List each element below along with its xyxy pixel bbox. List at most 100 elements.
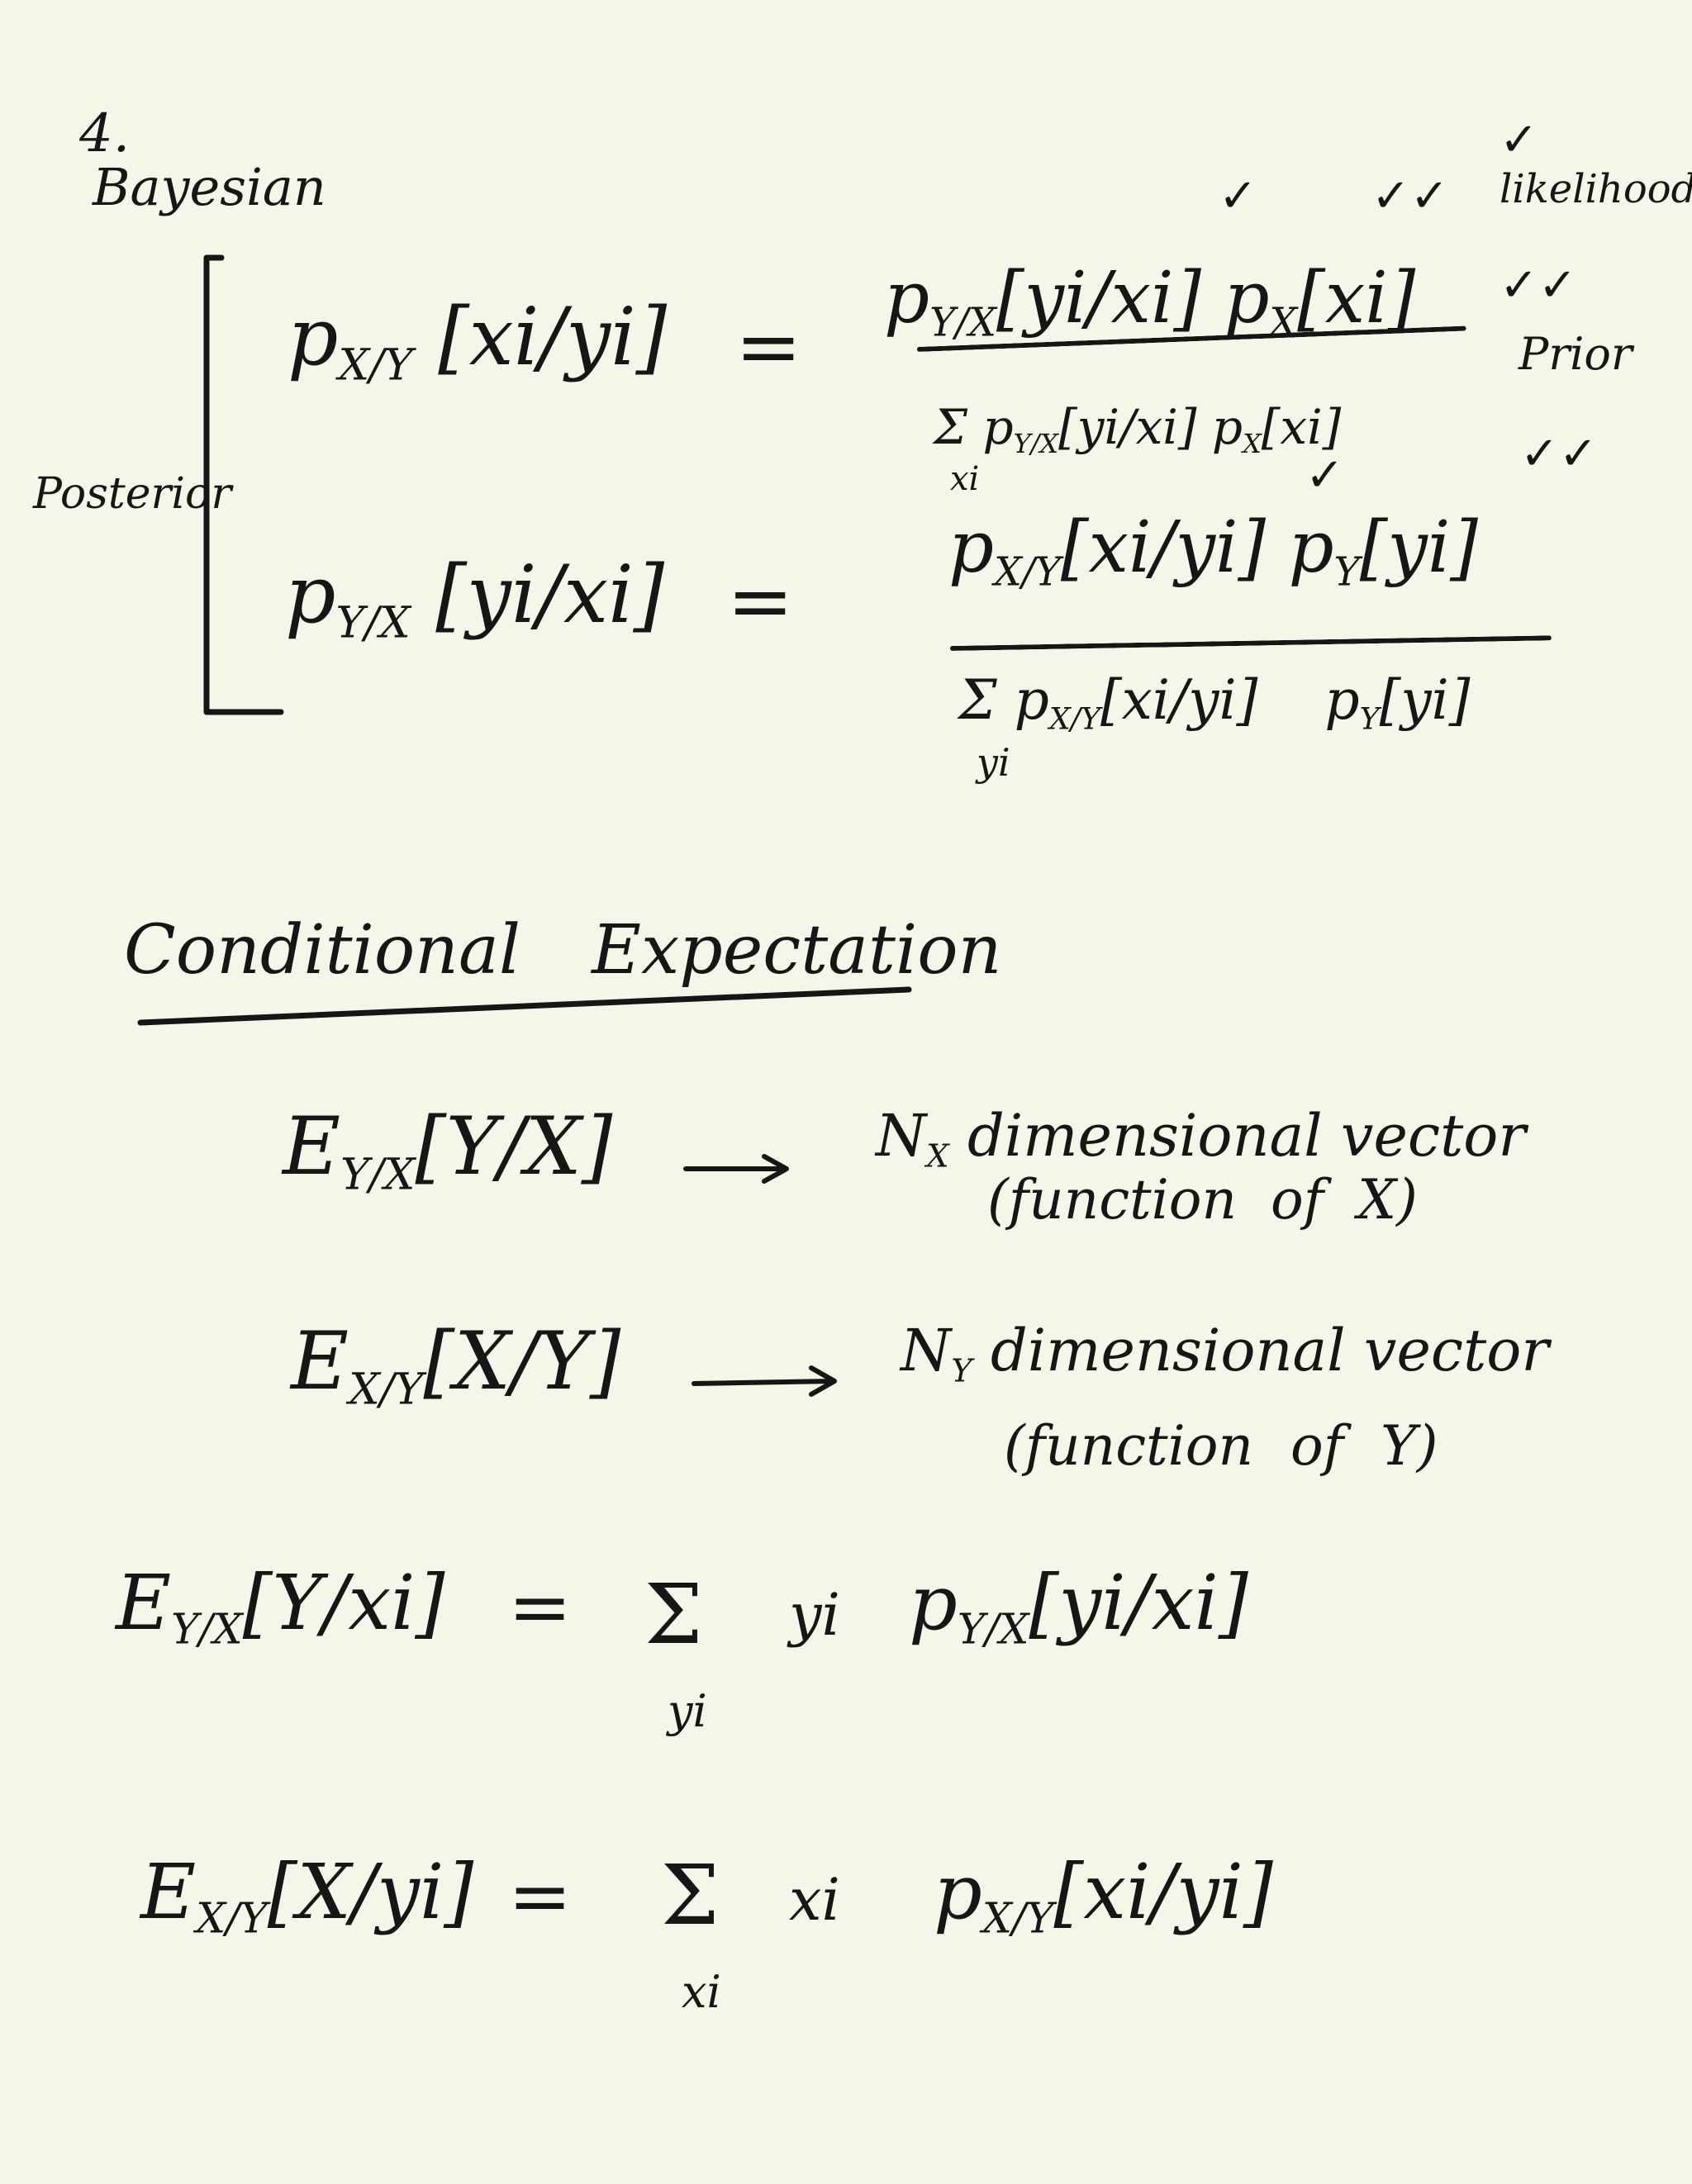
formula1-e-arg: [Y/xi] — [242, 1559, 445, 1647]
row1-e: E — [283, 1100, 341, 1193]
formula1-sum-index: yi — [668, 1685, 707, 1737]
formula2-equals: = — [508, 1852, 573, 1940]
eq1-num-p2-sub: X — [1269, 300, 1298, 346]
double-check-icon: ✓✓ — [1500, 259, 1577, 312]
eq2-den-p1: p — [1014, 668, 1049, 732]
prior-label: Prior — [1519, 328, 1633, 380]
row1-e-sub: Y/X — [340, 1149, 416, 1200]
eq1-den-p2: p — [1211, 399, 1243, 455]
eq1-num-p1-arg: [yi/xi] — [996, 257, 1202, 339]
eq2-num-p1-sub: X/Y — [994, 549, 1061, 596]
heading-underline — [137, 986, 912, 1026]
double-check-icon: ✓✓ — [1520, 427, 1598, 481]
formula2-p: p — [934, 1848, 982, 1936]
eq2-den-p1-sub: X/Y — [1048, 700, 1100, 737]
formula2-e-sub: X/Y — [196, 1893, 268, 1943]
conditional-expectation-heading: Conditional Expectation — [124, 911, 1002, 990]
eq2-num-p1-arg: [xi/yi] — [1060, 506, 1267, 589]
eq1-den-p1-sub: Y/X — [1013, 428, 1059, 460]
row1-desc-rest: dimensional vector — [967, 1102, 1526, 1170]
row2-e-arg: [X/Y] — [423, 1315, 621, 1408]
formula2-e-arg: [X/yi] — [267, 1848, 474, 1936]
section-number: 4. — [79, 103, 131, 164]
eq2-lhs-p: p — [285, 548, 336, 641]
formula2-e: E — [140, 1848, 197, 1936]
eq2-lhs-arg: [yi/xi] — [435, 548, 665, 641]
eq1-lhs-arg: [xi/yi] — [438, 291, 668, 383]
check-icon: ✓ — [1305, 449, 1344, 502]
posterior-bracket — [203, 254, 284, 715]
eq1-denominator: Σ pY/X[yi/xi] pX[xi] — [934, 403, 1341, 458]
row1-description-line2: (function of X) — [987, 1168, 1418, 1232]
row1-expression: EY/X[Y/X] — [283, 1107, 612, 1197]
formula1-term: yi — [789, 1581, 840, 1649]
formula1-e: E — [116, 1559, 172, 1647]
eq1-den-p1: p — [982, 399, 1014, 455]
eq1-den-p2-arg: [xi] — [1261, 399, 1342, 455]
eq2-num-p2-arg: [yi] — [1359, 506, 1478, 589]
row2-n: N — [901, 1317, 952, 1384]
formula1-e-sub: Y/X — [171, 1604, 243, 1654]
eq1-lhs-p: p — [288, 291, 339, 383]
formula1-lhs: EY/X[Y/xi] — [116, 1565, 444, 1650]
section-topic: Bayesian — [93, 157, 326, 217]
formula1-p: p — [909, 1559, 958, 1647]
eq1-den-sum-index: xi — [950, 460, 980, 498]
arrow-row2-shape — [692, 1365, 837, 1397]
eq2-equals: = — [727, 555, 794, 648]
eq2-num-p2-sub: Y — [1333, 549, 1360, 596]
row2-desc-rest: dimensional vector — [990, 1317, 1549, 1384]
eq2-num-p2: p — [1288, 506, 1334, 589]
row2-description-line2: (function of Y) — [1004, 1414, 1438, 1478]
eq2-den-sum: Σ — [958, 668, 997, 732]
eq1-den-p1-arg: [yi/xi] — [1058, 399, 1197, 455]
formula2-lhs: EX/Y[X/yi] — [140, 1854, 473, 1939]
formula2-sigma: Σ — [661, 1847, 720, 1944]
row1-description-line1: NX dimensional vector — [876, 1107, 1526, 1173]
eq2-den-sum-index: yi — [977, 740, 1010, 785]
eq2-denominator: Σ pX/Y[xi/yi] pY[yi] — [958, 673, 1471, 734]
formula1-probability: pY/X[yi/xi] — [909, 1565, 1248, 1650]
eq1-lhs-sub: X/Y — [338, 339, 413, 391]
eq2-num-p1: p — [948, 506, 995, 589]
eq1-den-p2-sub: X — [1243, 428, 1262, 460]
eq1-equals: = — [735, 301, 802, 393]
check-icon: ✓ — [1500, 113, 1538, 167]
formula2-term: xi — [789, 1866, 840, 1934]
eq2-den-p1-arg: [xi/yi] — [1100, 668, 1258, 732]
formula1-equals: = — [508, 1563, 573, 1651]
eq1-num-p2: p — [1224, 257, 1270, 339]
likelihood-label: likelihood — [1500, 166, 1692, 212]
row2-e: E — [291, 1315, 349, 1408]
eq2-den-p2: p — [1324, 668, 1360, 732]
formula2-p-arg: [xi/yi] — [1053, 1848, 1273, 1936]
row2-expression: EX/Y[X/Y] — [291, 1322, 620, 1412]
eq1-den-sum: Σ — [934, 399, 968, 455]
row1-n-sub: X — [926, 1137, 949, 1175]
row2-n-sub: Y — [951, 1352, 972, 1390]
formula1-p-sub: Y/X — [957, 1604, 1029, 1654]
check-icon: ✓ — [1219, 169, 1257, 223]
eq2-numerator: pX/Y[xi/yi] pY[yi] — [948, 512, 1478, 592]
row1-n: N — [876, 1102, 927, 1170]
eq2-den-p2-arg: [yi] — [1379, 668, 1471, 732]
eq1-num-p1-sub: Y/X — [929, 300, 996, 346]
eq2-den-p2-sub: Y — [1359, 700, 1380, 737]
row2-description-line1: NY dimensional vector — [901, 1322, 1549, 1388]
formula1-p-arg: [yi/xi] — [1029, 1559, 1248, 1647]
posterior-label: Posterior — [33, 469, 232, 519]
row2-e-sub: X/Y — [349, 1364, 424, 1415]
arrow-row1-shape — [683, 1154, 789, 1184]
eq2-lhs-sub: Y/X — [335, 597, 411, 648]
eq1-lhs: pX/Y [xi/yi] — [288, 297, 667, 387]
formula2-probability: pX/Y[xi/yi] — [934, 1854, 1273, 1939]
formula2-sum-index: xi — [682, 1966, 721, 2018]
double-check-icon: ✓✓ — [1371, 169, 1449, 223]
eq2-lhs: pY/X [yi/xi] — [285, 555, 664, 645]
row1-e-arg: [Y/X] — [415, 1100, 613, 1193]
formula1-sigma: Σ — [644, 1566, 703, 1663]
eq1-num-p1: p — [884, 257, 930, 339]
eq1-numerator: pY/X[yi/xi] pX[xi] — [884, 263, 1415, 343]
